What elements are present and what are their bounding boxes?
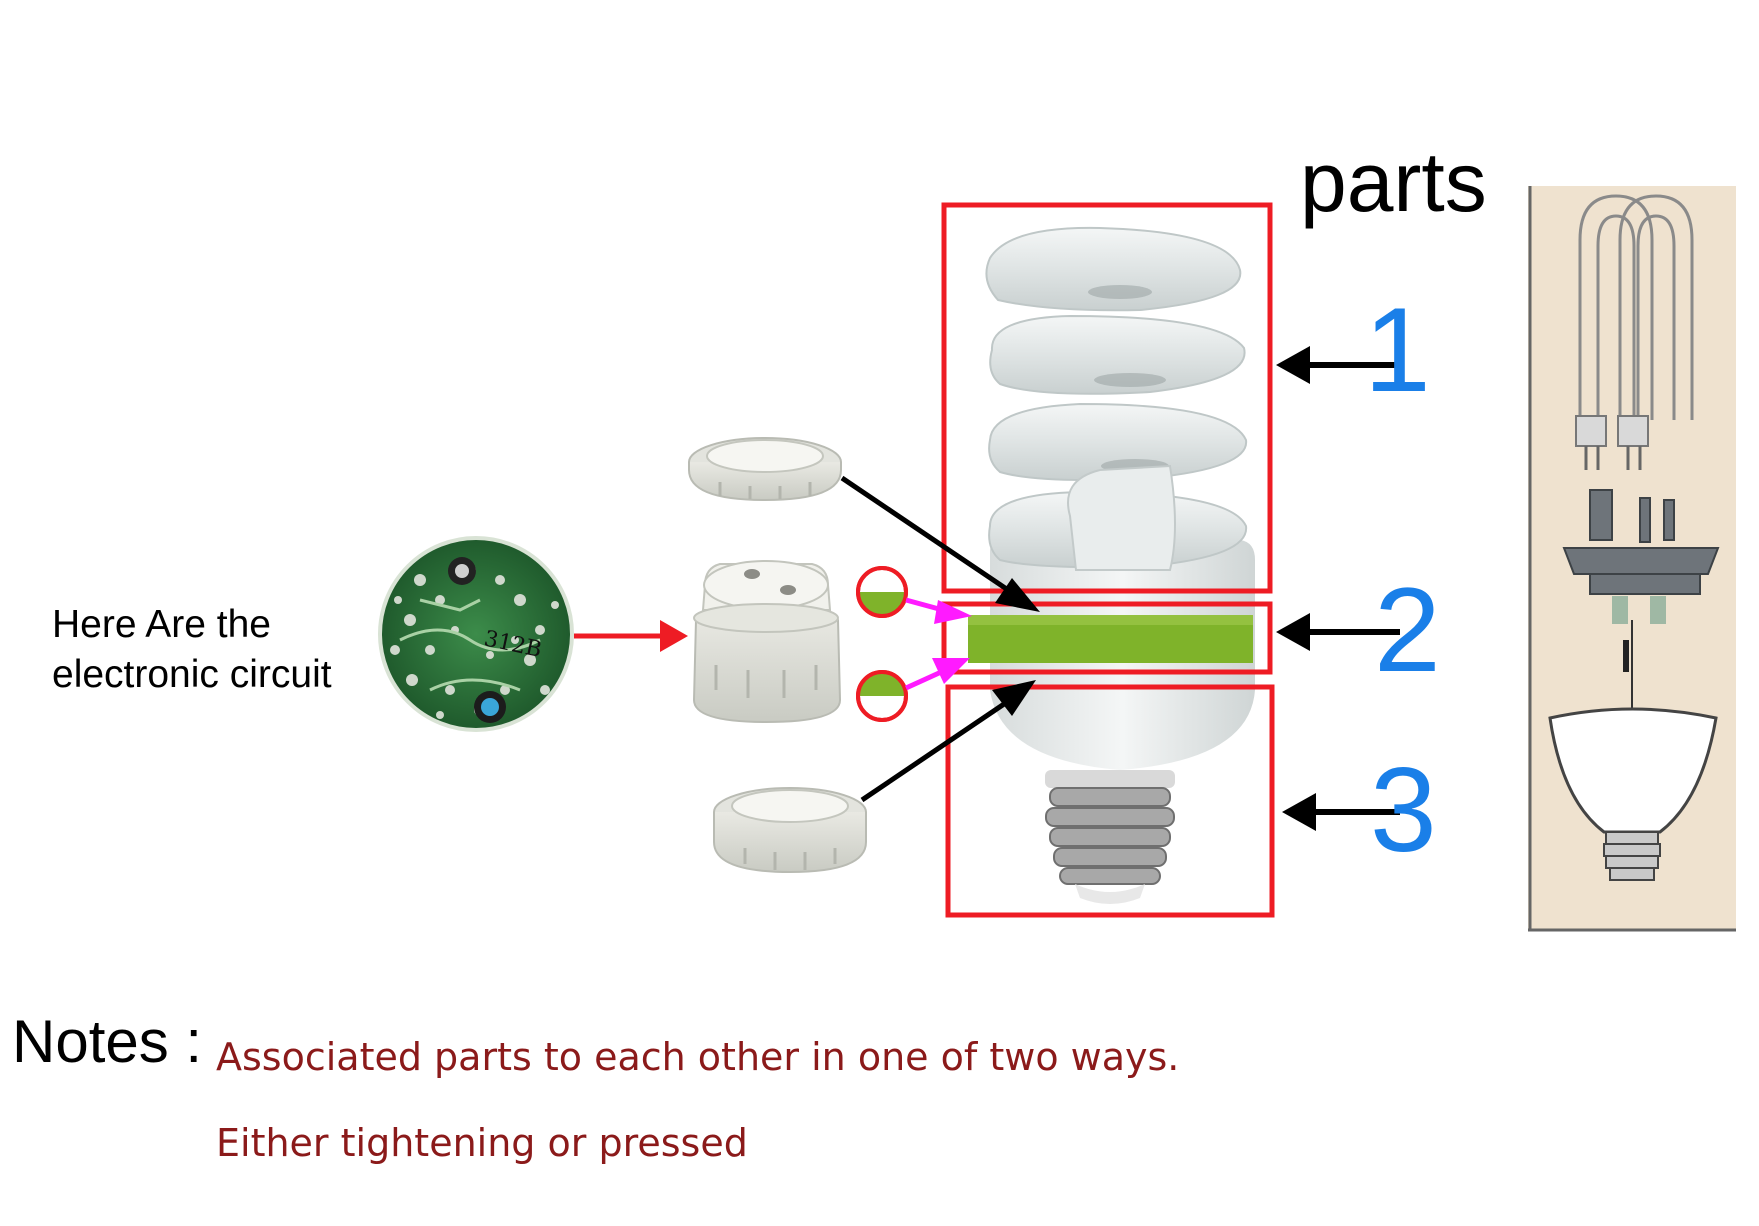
part-1-box (941, 202, 1273, 594)
circuit-label: Here Are the electronic circuit (52, 600, 332, 700)
retaining-ring-icon (688, 437, 842, 502)
notes-heading: Notes : (12, 1008, 203, 1075)
circuit-label-line-1: Here Are the (52, 603, 271, 646)
pcb-board-icon: 312B (378, 536, 574, 732)
ring-arrows (840, 475, 1040, 803)
circuit-to-holder-arrow (574, 620, 688, 652)
lamp-holder-icon (692, 560, 842, 724)
callout-arrows (1276, 346, 1400, 831)
lower-connector-icon (856, 670, 908, 722)
part-2-box (941, 601, 1273, 675)
notes-line-2: Either tightening or pressed (216, 1121, 748, 1165)
part-3-box (945, 684, 1275, 918)
spiral-cfl-bulb-icon (968, 226, 1255, 904)
callout-number-1: 1 (1364, 283, 1431, 417)
callout-number-3: 3 (1370, 743, 1437, 877)
callout-number-2: 2 (1374, 563, 1441, 697)
circuit-label-line-2: electronic circuit (52, 653, 332, 696)
parts-title: parts (1300, 135, 1487, 229)
exploded-lamp-schematic-icon (1528, 186, 1736, 932)
notes-line-1: Associated parts to each other in one of… (216, 1035, 1180, 1079)
connector-arrows (904, 597, 972, 691)
retaining-ring-icon (713, 787, 867, 874)
upper-connector-icon (856, 566, 908, 618)
